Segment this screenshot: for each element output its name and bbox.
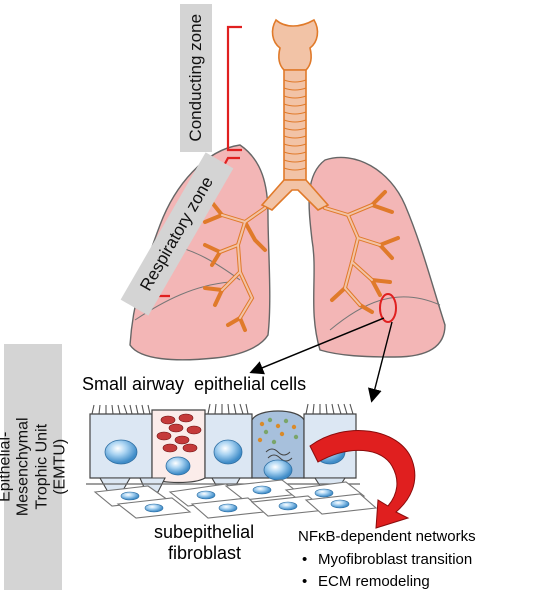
conducting-zone-text: Conducting zone	[186, 14, 206, 142]
right-lung	[129, 144, 271, 361]
emtu-text: Epithelial-Mesenchymal Trophic Unit (EMT…	[0, 417, 69, 517]
lungs	[129, 144, 446, 361]
emtu-label: Epithelial-Mesenchymal Trophic Unit (EMT…	[0, 344, 68, 590]
nfkb-curved-arrow	[309, 429, 416, 529]
club-cell-granules	[257, 417, 299, 445]
arrow-to-epithelial-label	[249, 317, 385, 375]
right-bronchial-tree-inner	[219, 207, 266, 319]
cilia	[91, 403, 354, 415]
nfkb-effect-item: Myofibroblast transition	[298, 549, 472, 571]
conducting-zone-label: Conducting zone	[180, 4, 212, 152]
fibroblast-nuclei	[120, 485, 350, 513]
left-lung	[308, 156, 446, 358]
left-lung-fissure	[329, 296, 441, 331]
small-airway-epithelial-label: Small airway epithelial cells	[82, 374, 307, 394]
fibroblast-label: fibroblast	[168, 543, 242, 563]
nfkb-effect-item: ECM remodeling	[298, 571, 472, 593]
trachea-rings	[283, 79, 307, 171]
arrow-to-emtu	[368, 321, 393, 403]
trachea	[283, 69, 307, 181]
left-bronchial-tree-inner	[324, 204, 381, 306]
small-airway-highlight	[379, 293, 397, 323]
fibroblast-layer	[93, 479, 378, 519]
mucin-granules	[156, 413, 202, 453]
nfkb-effects-list: Myofibroblast transition ECM remodeling	[298, 549, 472, 593]
club-cell-er	[265, 448, 293, 462]
larynx	[271, 18, 319, 71]
nfkb-networks-title: NFκB-dependent networks	[298, 528, 476, 545]
subepithelial-label: subepithelial	[154, 522, 255, 542]
airway-tree	[203, 18, 400, 332]
conducting-zone-bracket	[226, 25, 242, 152]
